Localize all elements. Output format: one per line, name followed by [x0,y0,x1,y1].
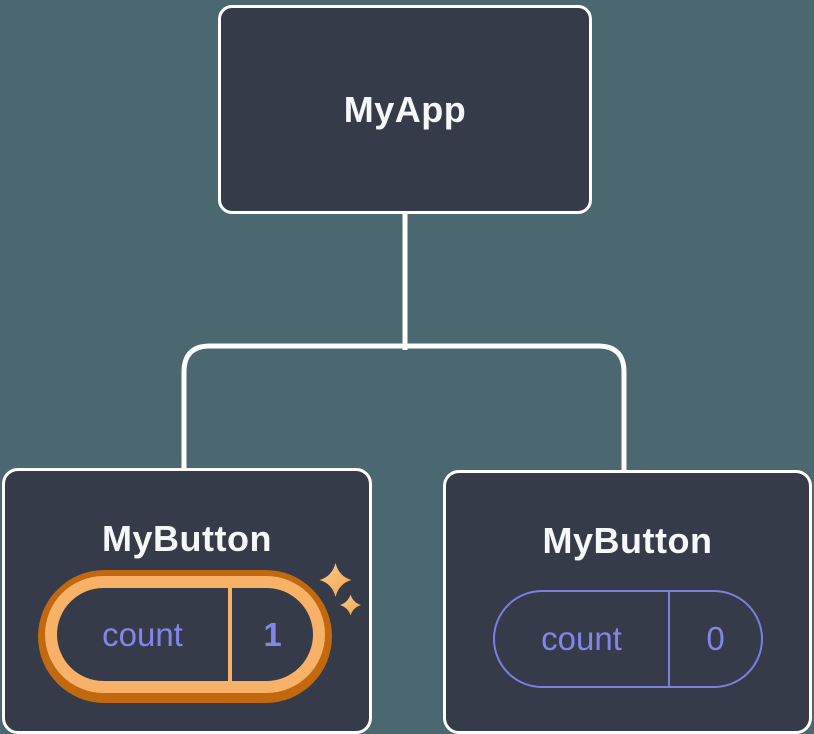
tree-node-child-left: MyButton count 1 [2,468,372,734]
state-pill-highlight-ring: count 1 [45,576,325,693]
state-key-label: count [102,615,183,653]
pill-divider [228,588,232,681]
pill-divider [668,592,670,686]
state-value: 0 [706,620,725,657]
tree-node-root: MyApp [218,5,592,214]
node-label-child-right: MyButton [542,520,713,561]
state-pill-count: count 0 [493,590,763,688]
sparkle-icon [319,563,361,616]
state-key-label: count [541,620,622,657]
node-label-child-left: MyButton [102,518,272,559]
tree-node-child-right: MyButton count 0 [443,470,812,734]
sparkle-large [319,563,352,597]
node-label-root: MyApp [343,88,467,130]
connector-branch [181,343,627,473]
sparkle-small [340,594,361,616]
state-pill-body: count 1 [57,588,313,681]
state-value: 1 [263,615,282,653]
state-pill-count-highlighted: count 1 [38,570,332,703]
